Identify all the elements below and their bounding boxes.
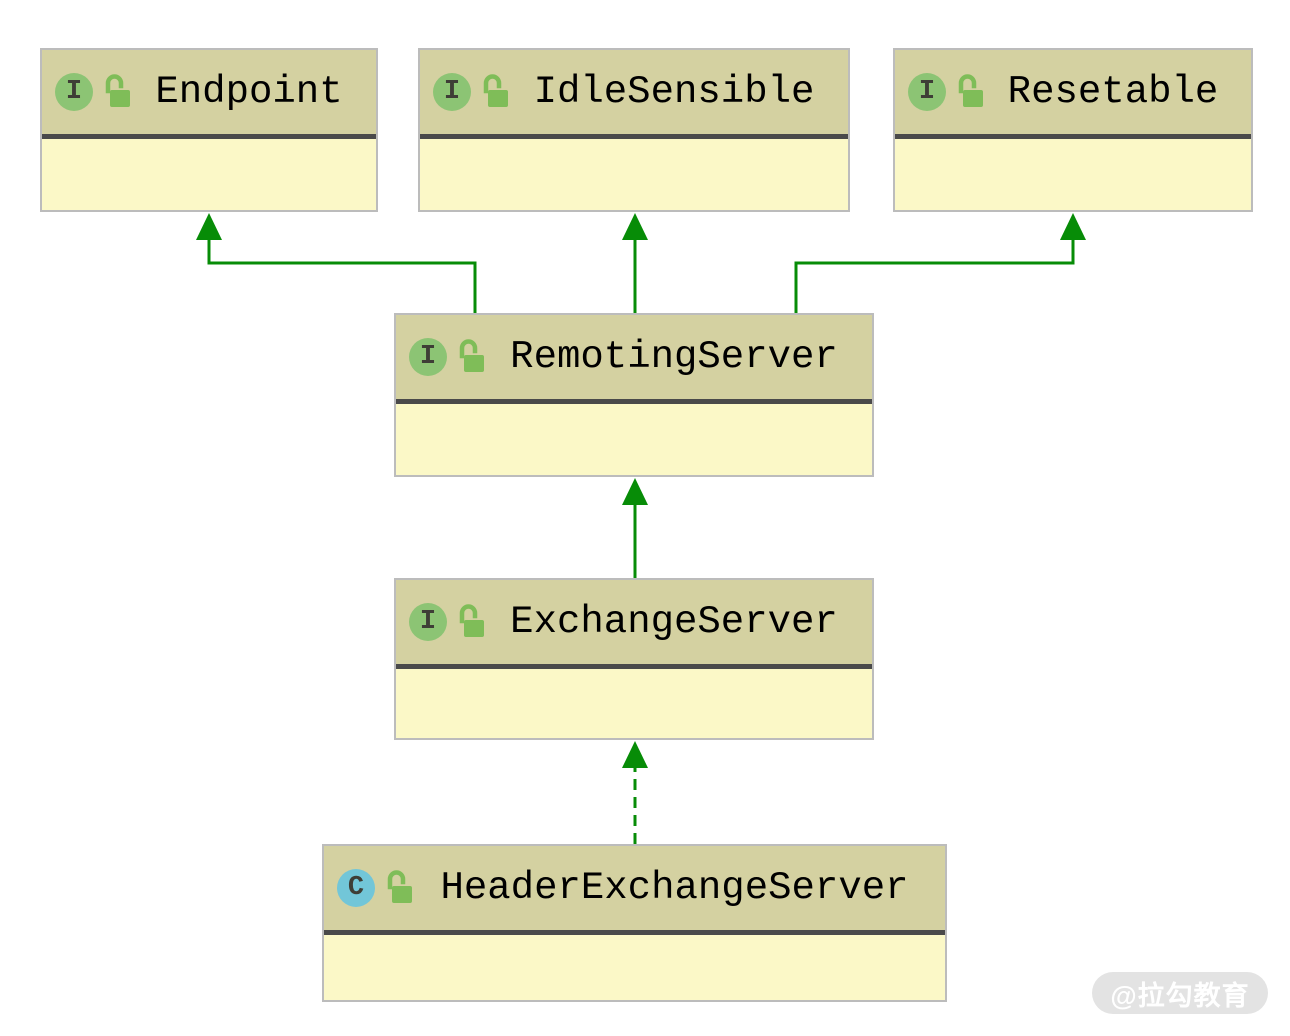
unlocked-padlock-icon bbox=[102, 74, 132, 110]
interface-icon: I bbox=[409, 603, 447, 641]
node-idlesensible-header: I IdleSensible bbox=[420, 50, 848, 134]
node-remotingserver-body bbox=[396, 404, 872, 475]
node-divider bbox=[324, 930, 945, 935]
interface-icon: I bbox=[409, 338, 447, 376]
unlocked-padlock-icon bbox=[456, 339, 486, 375]
node-endpoint-header: I Endpoint bbox=[42, 50, 376, 134]
unlocked-padlock-icon bbox=[955, 74, 985, 110]
node-title: ExchangeServer bbox=[510, 600, 838, 644]
unlocked-padlock-icon bbox=[480, 74, 510, 110]
unlocked-padlock-icon bbox=[456, 604, 486, 640]
class-icon: C bbox=[337, 869, 375, 907]
node-resetable-header: I Resetable bbox=[895, 50, 1251, 134]
node-exchangeserver-body bbox=[396, 669, 872, 738]
arrowhead-exchangeserver bbox=[622, 741, 648, 768]
arrowhead-idlesensible bbox=[622, 213, 648, 240]
node-title: RemotingServer bbox=[510, 335, 838, 379]
arrowhead-remotingserver bbox=[622, 478, 648, 505]
edge-remotingserver-resetable bbox=[794, 240, 1075, 313]
node-headerexchangeserver[interactable]: C HeaderExchangeServer bbox=[322, 844, 947, 1002]
node-title: HeaderExchangeServer bbox=[440, 866, 909, 910]
node-divider bbox=[42, 134, 376, 139]
node-idlesensible[interactable]: I IdleSensible bbox=[418, 48, 850, 212]
node-divider bbox=[895, 134, 1251, 139]
edge-remotingserver-endpoint bbox=[207, 240, 477, 313]
arrowhead-endpoint bbox=[196, 213, 222, 240]
node-remotingserver[interactable]: I RemotingServer bbox=[394, 313, 874, 477]
node-divider bbox=[396, 664, 872, 669]
watermark-badge: @拉勾教育 bbox=[1092, 972, 1268, 1014]
node-resetable-body bbox=[895, 139, 1251, 210]
unlocked-padlock-icon bbox=[384, 870, 414, 906]
node-idlesensible-body bbox=[420, 139, 848, 210]
interface-icon: I bbox=[55, 73, 93, 111]
node-title: Resetable bbox=[1007, 70, 1219, 114]
node-remotingserver-header: I RemotingServer bbox=[396, 315, 872, 399]
node-divider bbox=[396, 399, 872, 404]
interface-icon: I bbox=[908, 73, 946, 111]
node-endpoint-body bbox=[42, 139, 376, 210]
interface-icon: I bbox=[433, 73, 471, 111]
node-exchangeserver[interactable]: I ExchangeServer bbox=[394, 578, 874, 740]
node-headerexchangeserver-body bbox=[324, 935, 945, 1000]
node-exchangeserver-header: I ExchangeServer bbox=[396, 580, 872, 664]
node-title: Endpoint bbox=[155, 70, 343, 114]
node-resetable[interactable]: I Resetable bbox=[893, 48, 1253, 212]
arrowhead-resetable bbox=[1060, 213, 1086, 240]
node-endpoint[interactable]: I Endpoint bbox=[40, 48, 378, 212]
node-headerexchangeserver-header: C HeaderExchangeServer bbox=[324, 846, 945, 930]
node-divider bbox=[420, 134, 848, 139]
node-title: IdleSensible bbox=[533, 70, 815, 114]
